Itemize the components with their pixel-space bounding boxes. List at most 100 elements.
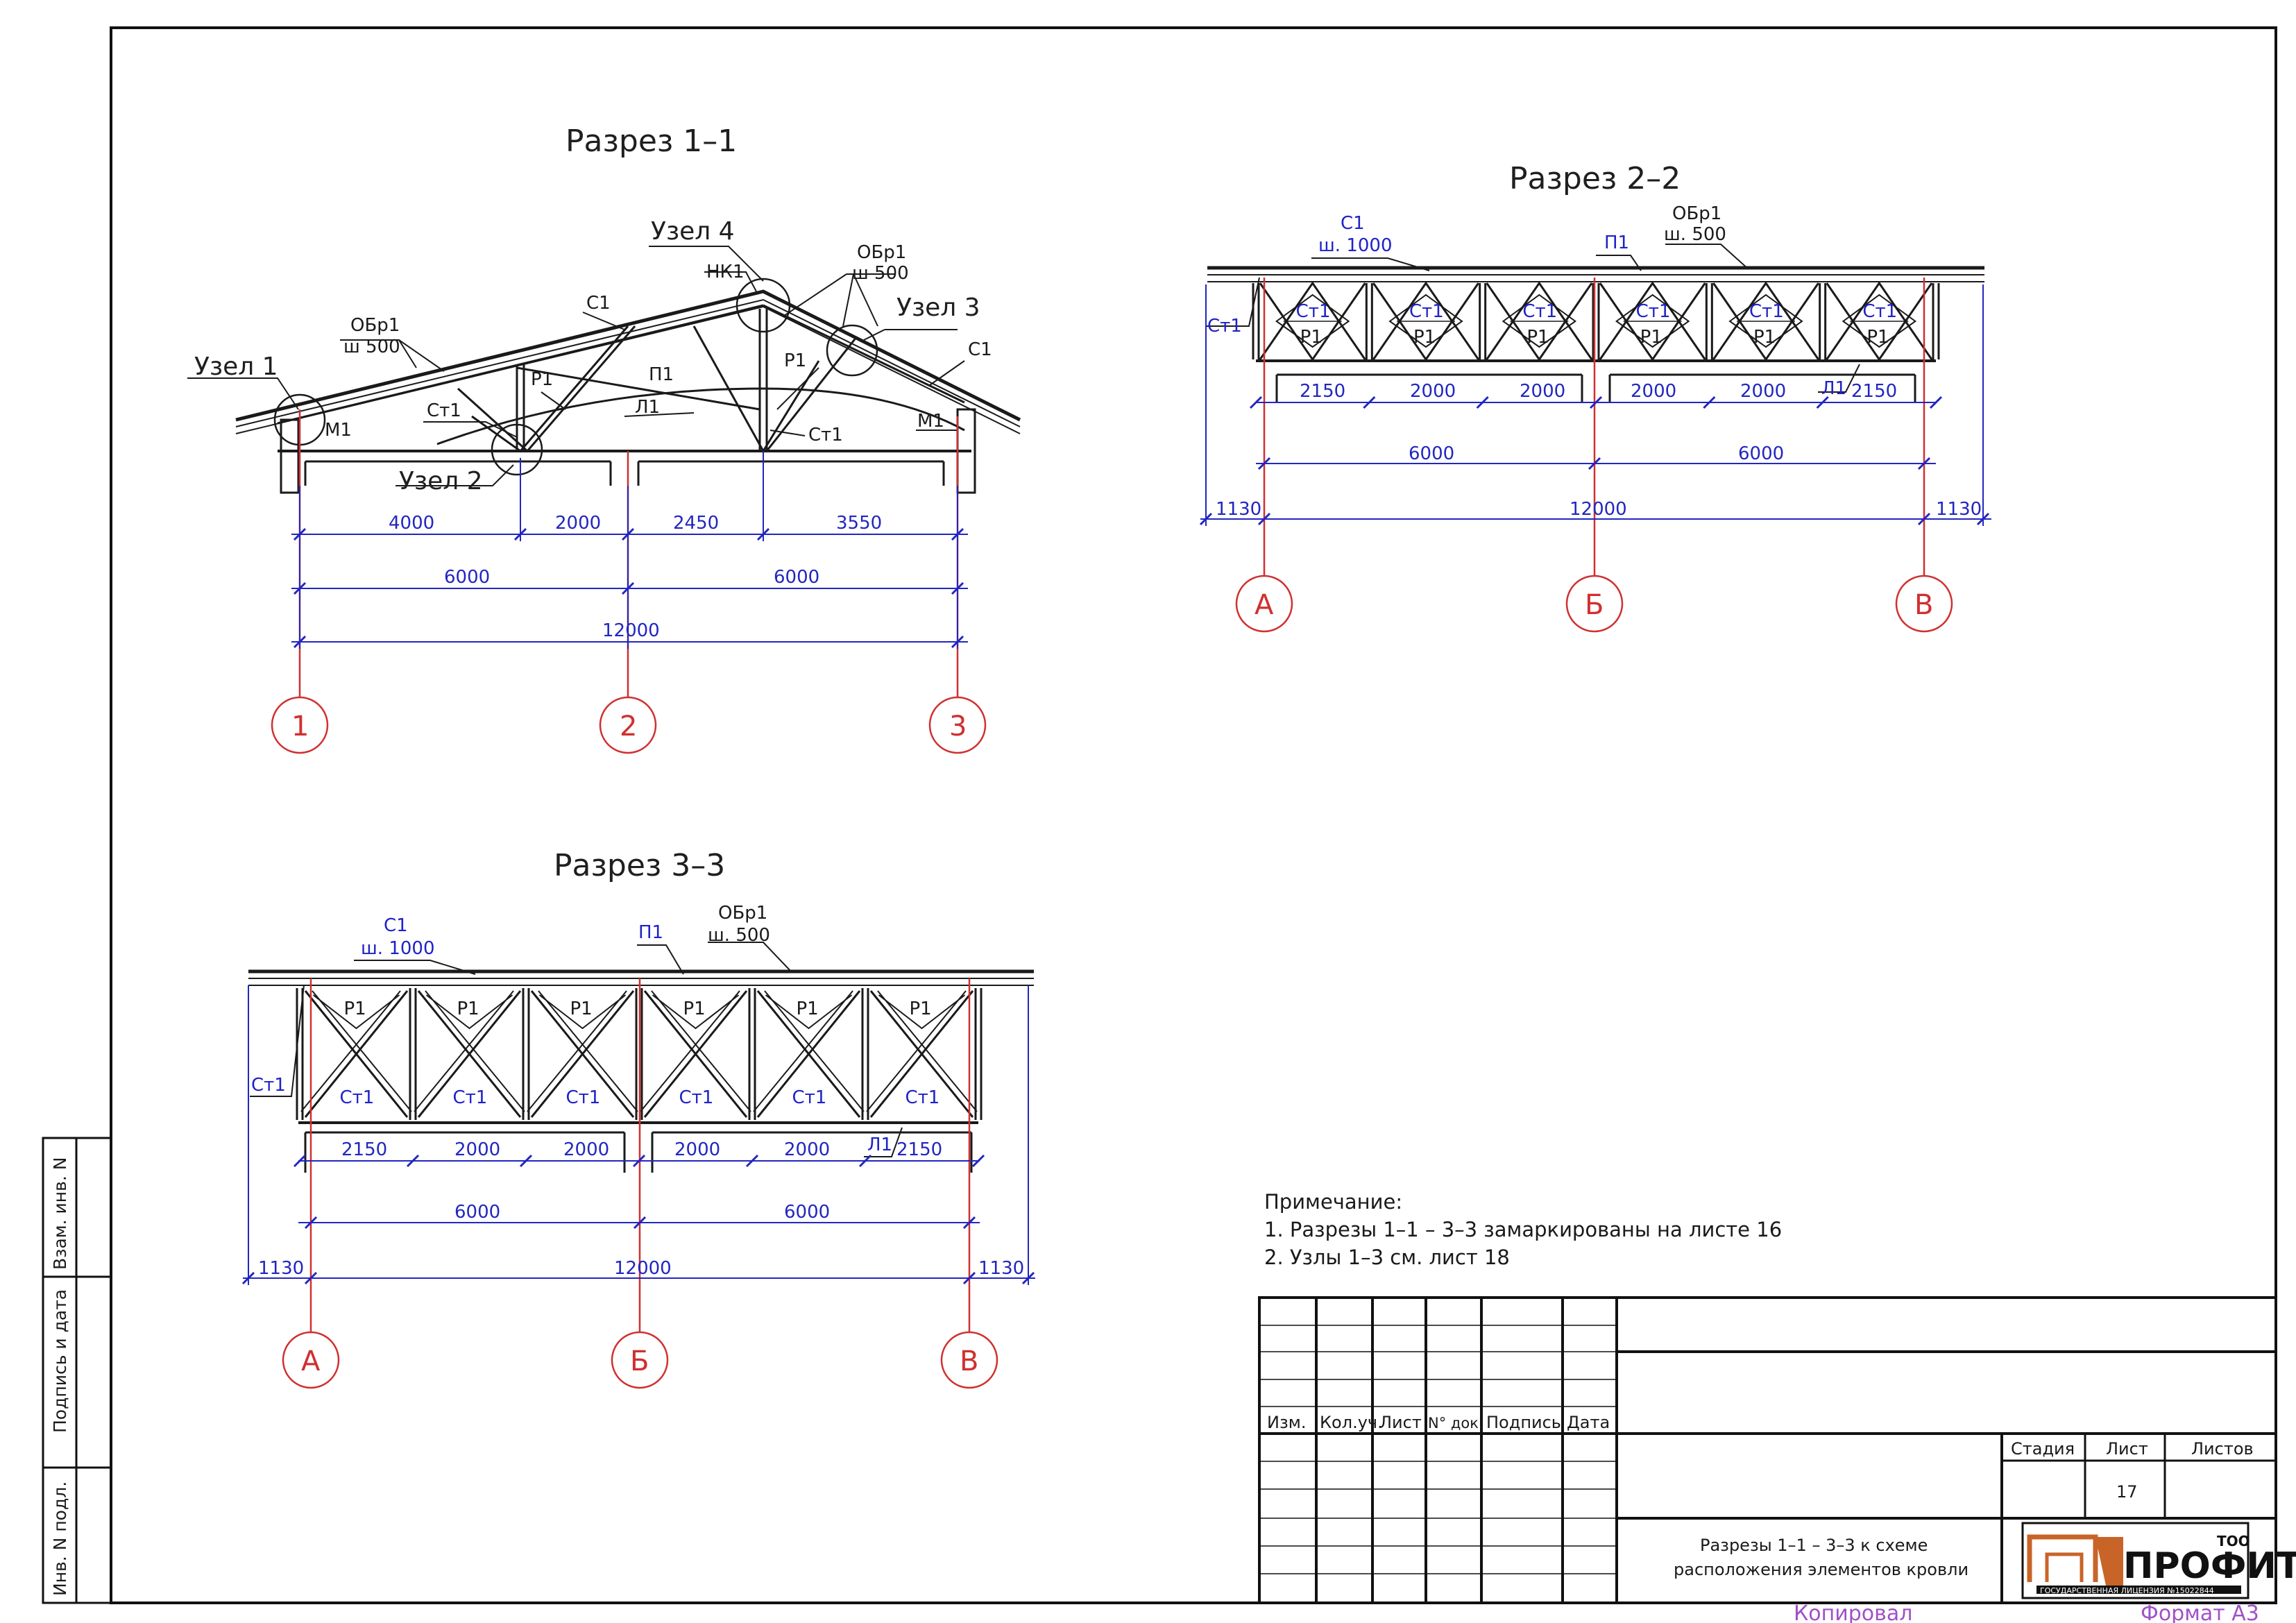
section-2-title: Разрез 2–2 — [1509, 161, 1681, 196]
section-2-bay-dimension-ticks — [1249, 396, 1943, 409]
bay-st-label: Ст1 — [1862, 301, 1897, 322]
label-2-l1: Л1 — [1821, 378, 1846, 399]
label-uzel-3: Узел 3 — [896, 294, 980, 322]
tb-header-ndok: N° док. — [1428, 1415, 1483, 1431]
label-3-st1: Ст1 — [251, 1075, 286, 1096]
bay-x-brace — [300, 990, 401, 1112]
bay-top-brace — [538, 994, 627, 1030]
tb-header-podpis: Подпись — [1486, 1413, 1561, 1432]
tb-header-data: Дата — [1567, 1413, 1610, 1432]
bay-top-brace — [312, 994, 400, 1030]
footer-copied: Копировал — [1794, 1601, 1912, 1623]
bay-x-brace — [414, 990, 514, 1112]
bay-brace — [1486, 281, 1593, 360]
label-l1: Л1 — [635, 397, 660, 418]
label-obr1-right: ОБр1 — [857, 242, 906, 263]
dim-1-f: 6000 — [774, 567, 819, 588]
bay-top-brace — [878, 994, 966, 1030]
section-2-bays — [1252, 281, 1940, 362]
dim-2-bay-1: 2150 — [1300, 381, 1345, 402]
bay-r-label: Р1 — [1300, 327, 1323, 348]
section-3-labels: С1 ш. 1000 ОБр1 ш. 500 П1 Ст1 Л1 — [251, 903, 892, 1155]
section-3-bays — [296, 988, 983, 1120]
bay-brace — [1826, 281, 1933, 360]
bay-rhomb — [1388, 294, 1463, 348]
dim-3-bay-6: 2150 — [896, 1139, 942, 1160]
notes: Примечание: 1. Разрезы 1–1 – 3–3 замарки… — [1264, 1190, 1782, 1269]
label-2-c1: С1 — [1341, 213, 1365, 234]
bay-st-label: Ст1 — [340, 1087, 375, 1108]
bay-x-brace — [640, 990, 740, 1112]
section-2-axis-markers — [1235, 575, 1953, 633]
axis-2: 2 — [620, 711, 637, 742]
bay-st-label: Ст1 — [1636, 301, 1671, 322]
bay-st-label: Ст1 — [1749, 301, 1784, 322]
axis-a-3: А — [301, 1345, 321, 1377]
dim-3-total: 12000 — [614, 1258, 672, 1279]
dim-tick — [1929, 396, 1943, 409]
dim-3-left: 1130 — [258, 1258, 304, 1279]
tb-header-sheet: Лист — [2106, 1439, 2148, 1459]
section-1-dimensions — [291, 451, 968, 649]
label-2-c1-step: ш. 1000 — [1318, 235, 1393, 256]
dim-3-bay-1: 2150 — [341, 1139, 387, 1160]
title-block-headers: Изм. Кол.уч. Лист N° док. Подпись Дата С… — [1267, 1413, 2254, 1579]
dim-2-bay-4: 2000 — [1631, 381, 1676, 402]
bay-brace — [1372, 282, 1479, 362]
section-2-drawing — [1207, 266, 1984, 402]
label-3-obr1-step: ш. 500 — [708, 925, 770, 946]
bay-brace — [1259, 282, 1366, 362]
axis-3: 3 — [949, 711, 967, 742]
tb-header-izm: Изм. — [1267, 1413, 1306, 1432]
bay-st-label: Ст1 — [453, 1087, 488, 1108]
tb-header-stadia: Стадия — [2011, 1439, 2075, 1459]
axis-v-3: В — [960, 1345, 978, 1377]
label-st1-left: Ст1 — [427, 400, 461, 421]
bay-x-brace — [425, 990, 525, 1112]
dim-tick — [858, 1154, 872, 1168]
section-3-drawing — [248, 969, 1034, 1173]
bay-x-brace — [764, 990, 865, 1112]
axis-1: 1 — [291, 711, 309, 742]
bay-st-label: Ст1 — [1522, 301, 1557, 322]
logo-suffix: ТОО — [2217, 1533, 2250, 1549]
dim-3-bay-3: 2000 — [563, 1139, 609, 1160]
dim-tick — [1363, 396, 1376, 409]
bay-st-label: Ст1 — [905, 1087, 940, 1108]
dim-tick — [1476, 396, 1489, 409]
dim-2-total: 12000 — [1570, 499, 1627, 520]
bay-st-label: Ст1 — [1296, 301, 1331, 322]
section-3-axis-lines — [309, 978, 971, 1332]
dim-2-bay-6: 2150 — [1851, 381, 1897, 402]
notes-item-1: 1. Разрезы 1–1 – 3–3 замаркированы на ли… — [1264, 1218, 1782, 1241]
dim-1-c: 2450 — [673, 513, 719, 534]
axis-b-3: Б — [630, 1345, 649, 1377]
bay-x-brace — [651, 990, 751, 1112]
label-2-p1: П1 — [1604, 232, 1629, 253]
bay-rhomb — [1728, 294, 1803, 348]
bay-rhomb — [1275, 294, 1350, 348]
dim-tick — [971, 1154, 985, 1168]
dim-2-left: 1130 — [1216, 499, 1261, 520]
side-stamp-inventory: Инв. N подл. — [50, 1481, 70, 1596]
label-uzel-1: Узел 1 — [194, 352, 278, 381]
section-2-labels: С1 ш. 1000 ОБр1 ш. 500 П1 Ст1 Л1 — [1207, 203, 1846, 399]
section-1-dimension-values: 4000 2000 2450 3550 6000 6000 12000 — [389, 513, 882, 641]
bay-r-label: Р1 — [1753, 327, 1776, 348]
section-3-leaders — [250, 942, 903, 1157]
dim-tick — [1816, 396, 1829, 409]
bay-r-label: Р1 — [1640, 327, 1663, 348]
bay-x-brace — [527, 990, 627, 1112]
label-3-c1-step: ш. 1000 — [361, 938, 435, 959]
dim-3-mid-2: 6000 — [784, 1202, 830, 1223]
bay-brace — [1599, 282, 1706, 362]
bay-brace — [1826, 282, 1933, 362]
bay-brace — [1372, 281, 1479, 360]
section-2-dimension-values: 2150 2000 2000 2000 2000 2150 6000 6000 … — [1216, 381, 1982, 520]
label-2-obr1-step: ш. 500 — [1664, 224, 1726, 245]
bay-r-label: Р1 — [1413, 327, 1436, 348]
dim-1-total: 12000 — [602, 620, 660, 641]
section-2-axis-lines — [1263, 278, 1925, 576]
bay-x-brace — [753, 990, 853, 1112]
dim-3-bay-4: 2000 — [674, 1139, 720, 1160]
